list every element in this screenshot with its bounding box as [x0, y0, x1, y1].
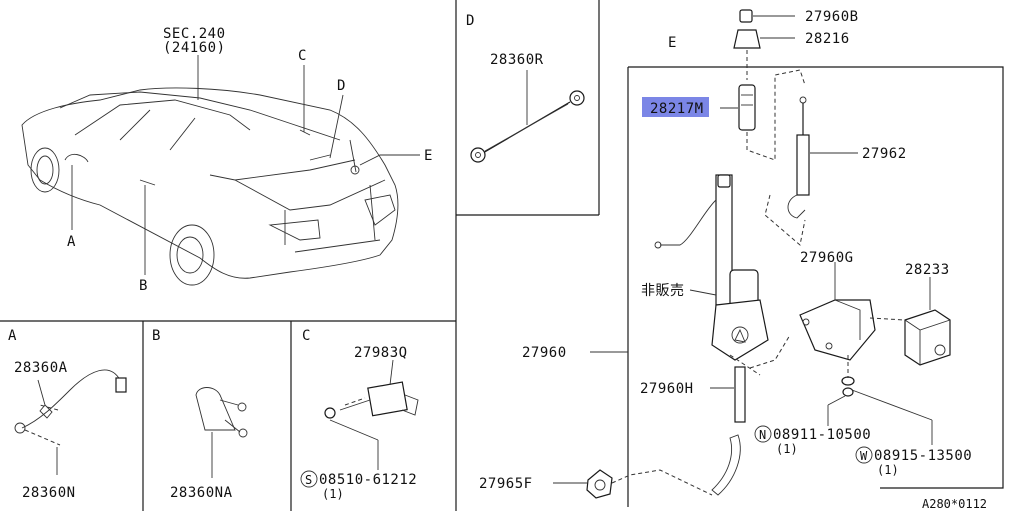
part-08915-13500: 08915-13500 [874, 448, 972, 464]
highlight-28217m [642, 97, 709, 117]
part-27960h: 27960H [640, 381, 694, 397]
antenna-assembly-drawing [553, 9, 951, 499]
prefix-s-badge: S [300, 470, 318, 488]
car-illustration [21, 55, 420, 286]
part-28360r: 28360R [490, 52, 544, 68]
prefix-n-badge: N [754, 425, 772, 443]
part-27965f: 27965F [479, 476, 533, 492]
part-28216: 28216 [805, 31, 850, 47]
part-28233: 28233 [905, 262, 950, 278]
callout-e: E [424, 148, 433, 164]
callout-c: C [298, 48, 307, 64]
section-d-title: D [466, 13, 475, 29]
part-08510-61212: 08510-61212 [319, 472, 417, 488]
part-28360a: 28360A [14, 360, 68, 376]
part-27960g: 27960G [800, 250, 854, 266]
qty-08510: (1) [322, 487, 344, 501]
part-08911-10500: 08911-10500 [773, 427, 871, 443]
part-28360n: 28360N [22, 485, 76, 501]
part-not-sold: 非販売 [641, 283, 685, 299]
qty-08911: (1) [776, 442, 798, 456]
sec-label: SEC.240 [163, 26, 226, 42]
callout-a: A [67, 234, 76, 250]
connector-c-drawing [324, 359, 419, 470]
footer-ref: A280*0112 [922, 497, 987, 511]
section-c-title: C [302, 328, 311, 344]
svg-text:N: N [759, 428, 766, 442]
svg-text:W: W [860, 449, 868, 463]
part-27962: 27962 [862, 146, 907, 162]
section-e-title: E [668, 35, 677, 51]
part-28360na: 28360NA [170, 485, 233, 501]
callout-b: B [139, 278, 148, 294]
qty-08915: (1) [877, 463, 899, 477]
prefix-w-badge: W [855, 446, 873, 464]
part-27960b: 27960B [805, 9, 859, 25]
sec-code: (24160) [163, 40, 226, 56]
harness-b-drawing [195, 387, 248, 478]
ground-strap-d-drawing [470, 70, 585, 163]
callout-d: D [337, 78, 346, 94]
part-27983q: 27983Q [354, 345, 408, 361]
section-b-title: B [152, 328, 161, 344]
part-27960: 27960 [522, 345, 567, 361]
harness-a-drawing [14, 369, 127, 475]
svg-text:S: S [305, 473, 312, 487]
section-a-title: A [8, 328, 17, 344]
part-28217m[interactable]: 28217M [650, 101, 704, 117]
